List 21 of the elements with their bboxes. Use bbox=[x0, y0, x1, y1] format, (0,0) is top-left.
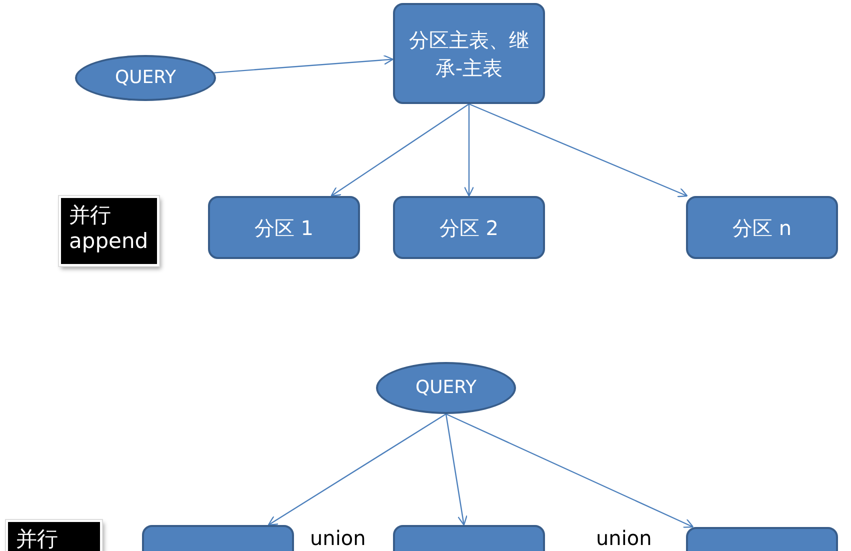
node-text: 分区 n bbox=[732, 214, 792, 242]
node-text: QUERY bbox=[114, 66, 176, 90]
arrow bbox=[214, 54, 394, 74]
arrow bbox=[446, 413, 694, 528]
process-box bbox=[686, 196, 838, 259]
process-box bbox=[393, 196, 545, 259]
note-box: 并行 append bbox=[59, 196, 159, 266]
arrow bbox=[268, 414, 446, 526]
node-text: QUERY bbox=[415, 376, 477, 400]
process-box bbox=[208, 196, 360, 259]
union-label: union bbox=[596, 526, 652, 550]
arrow bbox=[464, 104, 474, 197]
arrow bbox=[468, 103, 688, 198]
node-text: 分区主表、继承-主表 bbox=[408, 26, 530, 82]
arrow bbox=[445, 414, 468, 526]
node-text: 分区 2 bbox=[439, 214, 499, 242]
arrow bbox=[330, 104, 470, 197]
process-box bbox=[393, 3, 545, 104]
union-label: union bbox=[310, 526, 366, 550]
node-text: 分区 1 bbox=[254, 214, 314, 242]
note-box: 并行 bbox=[6, 520, 102, 551]
